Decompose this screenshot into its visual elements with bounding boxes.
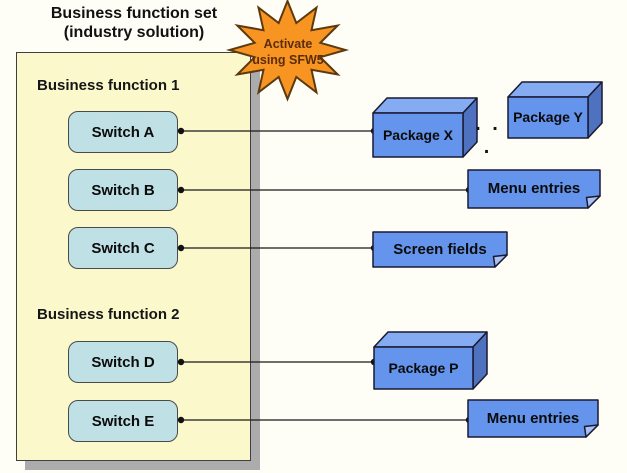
switch-a-node: Switch A <box>68 111 178 153</box>
screen-fields-note-label: Screen fields <box>393 241 487 258</box>
starburst-text: Activate using SFW5 <box>237 36 339 68</box>
starburst-text-line1: Activate <box>263 37 313 51</box>
switch-d-label: Switch D <box>91 353 155 371</box>
diagram-title-line2: (industry solution) <box>63 24 205 41</box>
business-function-1-label: Business function 1 <box>37 77 180 94</box>
package-x-label: Package X <box>382 127 454 143</box>
business-function-2-label: Business function 2 <box>37 306 180 323</box>
switch-d-node: Switch D <box>68 341 178 383</box>
switch-c-label: Switch C <box>91 239 155 257</box>
switch-e-node: Switch E <box>68 400 178 442</box>
package-y-box <box>507 81 603 139</box>
switch-c-node: Switch C <box>68 227 178 269</box>
package-p-label: Package P <box>388 360 459 376</box>
package-y-front-face <box>507 96 589 139</box>
switch-a-label: Switch A <box>91 123 155 141</box>
switch-b-label: Switch B <box>91 181 155 199</box>
menu-entries-note-2-label: Menu entries <box>486 410 580 427</box>
screen-fields-note <box>372 231 508 268</box>
starburst-text-line2: using SFW5 <box>252 53 324 67</box>
menu-entries-note-2 <box>467 399 599 438</box>
starburst-shape <box>225 0 350 102</box>
switch-e-label: Switch E <box>91 412 155 430</box>
connector-lines <box>180 130 469 421</box>
diagram-title: Business function set (industry solution… <box>8 4 260 42</box>
diagram-title-line1: Business function set <box>50 5 218 22</box>
package-y-top-face <box>507 81 603 98</box>
menu-entries-note-1-fold <box>585 195 601 209</box>
screen-fields-note-fold <box>492 254 508 268</box>
package-p-top-face <box>373 331 488 348</box>
package-x-top-face <box>372 97 478 114</box>
menu-entries-note-2-fold <box>583 424 599 438</box>
switch-b-node: Switch B <box>68 169 178 211</box>
package-y-label: Package Y <box>513 109 583 125</box>
package-p-front-face <box>373 346 474 390</box>
package-x-front-face <box>372 112 464 158</box>
menu-entries-note-1 <box>467 169 601 209</box>
menu-entries-note-1-label: Menu entries <box>487 180 581 197</box>
package-x-box <box>372 97 478 158</box>
ellipsis-dots: . . . <box>475 113 501 158</box>
package-p-box <box>373 331 488 390</box>
